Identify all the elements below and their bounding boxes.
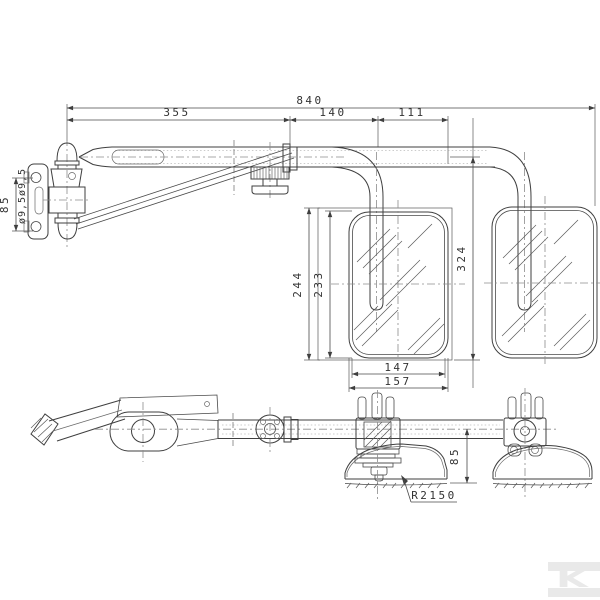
clamp-body xyxy=(503,417,547,447)
dim-157-label: 157 xyxy=(384,375,411,388)
dim-bracket-holes: 85 ø9,5 ø9,5 xyxy=(0,168,33,232)
mounting-bracket xyxy=(23,138,91,250)
mirror-frame xyxy=(491,206,598,359)
dim-85-depth-label: 85 xyxy=(448,447,461,465)
coupling-ring-2 xyxy=(289,146,298,171)
centre-mirror-tube xyxy=(331,146,384,332)
dim-r2150-label: R2150 xyxy=(411,489,457,502)
dome-outline xyxy=(492,445,593,479)
dim-244-label: 244 xyxy=(291,270,304,297)
housing-screw xyxy=(68,172,76,180)
plan-mount-linkage xyxy=(30,394,219,462)
ball-stud-bottom xyxy=(57,222,78,240)
plate-hole-bottom xyxy=(30,221,42,232)
ball-stud-top xyxy=(56,142,78,162)
logo-bar-bottom xyxy=(548,588,600,597)
plan-right-clamp xyxy=(503,388,547,497)
clamp-housing xyxy=(50,168,83,188)
dim-hole-top-label: ø9,5 xyxy=(17,168,28,196)
angled-plate xyxy=(116,394,219,418)
mirror-glass-edge xyxy=(495,210,594,355)
kramp-logo: K xyxy=(548,562,600,597)
centre-mirror xyxy=(317,200,465,361)
dim-147-label: 147 xyxy=(384,361,411,374)
dim-total-length: 840 xyxy=(66,94,596,206)
dim-segments: 355 140 111 xyxy=(66,106,449,164)
plan-view: R2150 85 xyxy=(30,388,593,503)
right-mirror-tube xyxy=(489,146,532,332)
logo-bar-top xyxy=(548,562,600,571)
mirror-ref-box xyxy=(317,207,453,361)
dim-111-label: 111 xyxy=(398,106,425,119)
plate-slot xyxy=(34,186,44,215)
clamp-knob xyxy=(250,142,290,200)
dim-840-label: 840 xyxy=(296,94,323,107)
mounting-plate xyxy=(27,163,49,240)
hatched-block xyxy=(30,413,59,446)
dim-140-label: 140 xyxy=(319,106,346,119)
mirror-frame xyxy=(348,211,449,359)
dim-head-depth: 85 xyxy=(448,428,477,484)
dim-glass-radius: R2150 xyxy=(401,475,457,503)
plan-centre-mirror-head xyxy=(344,443,448,489)
dim-85-bracket-label: 85 xyxy=(0,195,11,213)
dim-hole-bottom-label: ø9,5 xyxy=(17,196,28,224)
plate-hole-top xyxy=(30,172,42,183)
dome-outline xyxy=(344,443,448,479)
dim-mirror-heights: 244 233 xyxy=(291,207,352,361)
pivot-eye xyxy=(109,411,179,452)
glass-hatching xyxy=(501,219,591,351)
glass-surface xyxy=(344,483,448,486)
dim-mirror-widths: 147 157 xyxy=(348,358,449,392)
logo-letter: K xyxy=(556,565,589,593)
plan-right-mirror-head xyxy=(492,445,593,489)
plan-arm-tube xyxy=(95,413,556,446)
dim-355-label: 355 xyxy=(163,106,190,119)
plan-mid-joint xyxy=(255,407,299,453)
glass-hatching xyxy=(353,223,445,355)
support-rod xyxy=(73,147,295,230)
right-mirror xyxy=(484,196,600,366)
side-view: 840 355 140 111 85 ø9,5 ø9,5 xyxy=(0,94,600,392)
mirror-glass-edge xyxy=(352,215,445,355)
dim-233-label: 233 xyxy=(312,270,325,297)
arm-tube xyxy=(78,140,495,195)
dim-324-label: 324 xyxy=(455,244,468,271)
dim-drop: 324 xyxy=(450,118,480,388)
